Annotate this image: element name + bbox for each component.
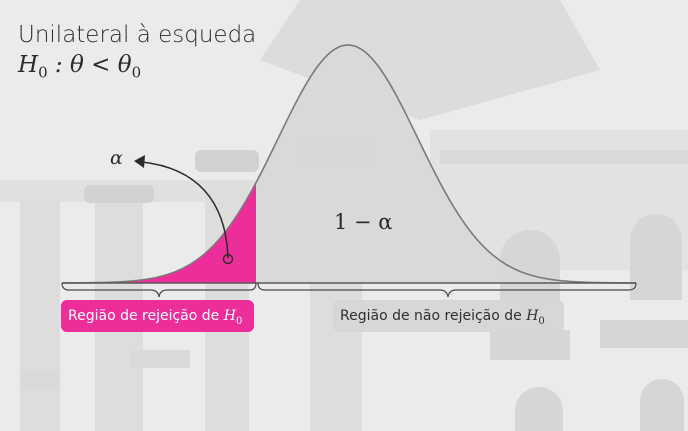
non-rejection-region-text: Região de não rejeição de: [340, 308, 527, 324]
non-rejection-h-symbol: H: [526, 308, 539, 324]
density-curve-area: [62, 45, 636, 283]
hypothesis-condition-subscript: 0: [131, 63, 142, 82]
rejection-region-symbol: H0: [223, 308, 243, 327]
non-rejection-h-subscript: 0: [538, 315, 545, 327]
rejection-h-symbol: H: [223, 308, 236, 324]
non-rejection-region-badge: Região de não rejeição de H0: [333, 300, 564, 332]
rejection-brace: [61, 282, 257, 298]
hypothesis-subscript: 0: [38, 63, 48, 82]
hypothesis-symbol: H: [18, 52, 39, 78]
rejection-h-subscript: 0: [235, 315, 243, 327]
complement-label: 1 − α: [334, 210, 393, 234]
non-rejection-brace: [257, 282, 637, 298]
alpha-arrowhead: [134, 155, 145, 168]
hypothesis-label: H0 : θ < θ0: [18, 52, 141, 82]
alpha-label: α: [110, 147, 123, 169]
hypothesis-condition: : θ < θ: [54, 52, 132, 78]
rejection-region-text: Região de rejeição de: [68, 308, 224, 324]
alpha-point-marker: [222, 253, 234, 265]
density-curve: [62, 44, 636, 284]
alpha-arrow: [141, 161, 229, 259]
rejection-region-badge: Região de rejeição de H0: [61, 300, 254, 332]
non-rejection-region-symbol: H0: [526, 308, 545, 327]
diagram-title: Unilateral à esqueda: [18, 22, 257, 48]
rejection-area: [62, 182, 256, 283]
